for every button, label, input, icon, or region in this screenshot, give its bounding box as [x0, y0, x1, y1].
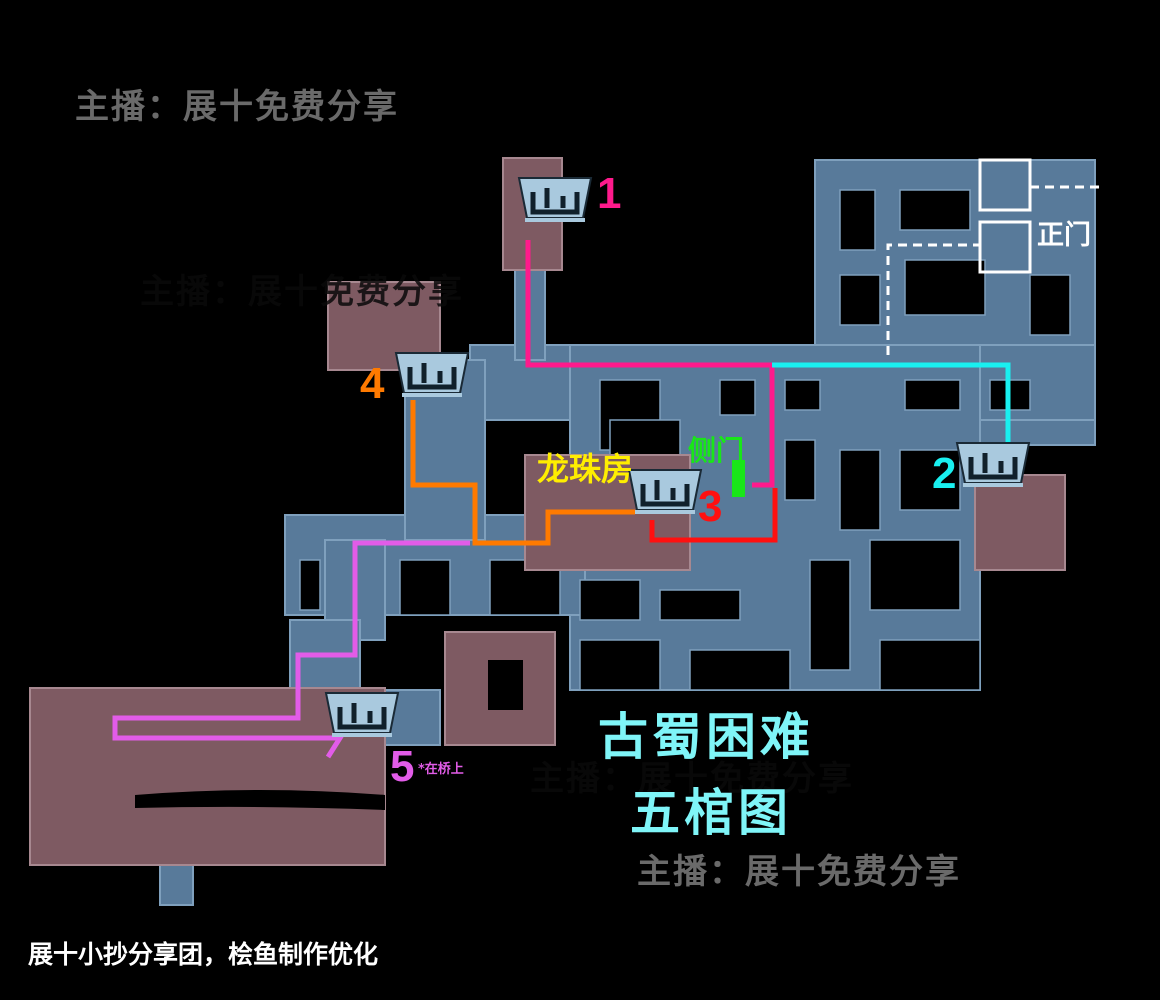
watermark: 主播：展十免费分享 — [637, 852, 961, 892]
main-door-markers — [978, 158, 1032, 274]
bridge-gap — [135, 790, 385, 810]
coffin-icon-1 — [517, 177, 593, 222]
coffin-number-4: 4 — [360, 359, 385, 408]
watermark: 主播：展十免费分享 — [530, 759, 854, 799]
coffin-icon-5 — [324, 692, 400, 737]
coffin-icon-3 — [627, 469, 703, 514]
side-door-marker — [732, 460, 745, 497]
route-5 — [112, 540, 470, 759]
watermark: 主播：展十免费分享 — [75, 87, 399, 127]
dragon-room-label: 龙珠房 — [537, 450, 634, 488]
coffin-icon-4 — [394, 352, 470, 397]
route-3 — [649, 488, 778, 543]
dashed-guides — [886, 185, 1100, 355]
bridge-note: *在桥上 — [418, 762, 464, 777]
coffin-number-5: 5 — [390, 742, 415, 791]
route-2 — [772, 362, 1011, 450]
coffin-icons — [324, 177, 1031, 737]
coffin-icon-2 — [955, 442, 1031, 487]
credit-text: 展十小抄分享团，桧鱼制作优化 — [28, 940, 379, 969]
room-hole — [488, 660, 523, 710]
main-door-label: 正门 — [1037, 220, 1091, 251]
route-4 — [410, 400, 635, 546]
coffin-number-2: 2 — [932, 449, 957, 498]
coffin-number-3: 3 — [698, 482, 723, 531]
map-subtitle: 五棺图 — [630, 784, 792, 842]
watermark: 主播：展十免费分享 — [140, 272, 464, 312]
side-door-label: 侧门 — [688, 434, 745, 467]
map-title: 古蜀困难 — [598, 708, 814, 766]
coffin-number-1: 1 — [597, 169, 622, 218]
